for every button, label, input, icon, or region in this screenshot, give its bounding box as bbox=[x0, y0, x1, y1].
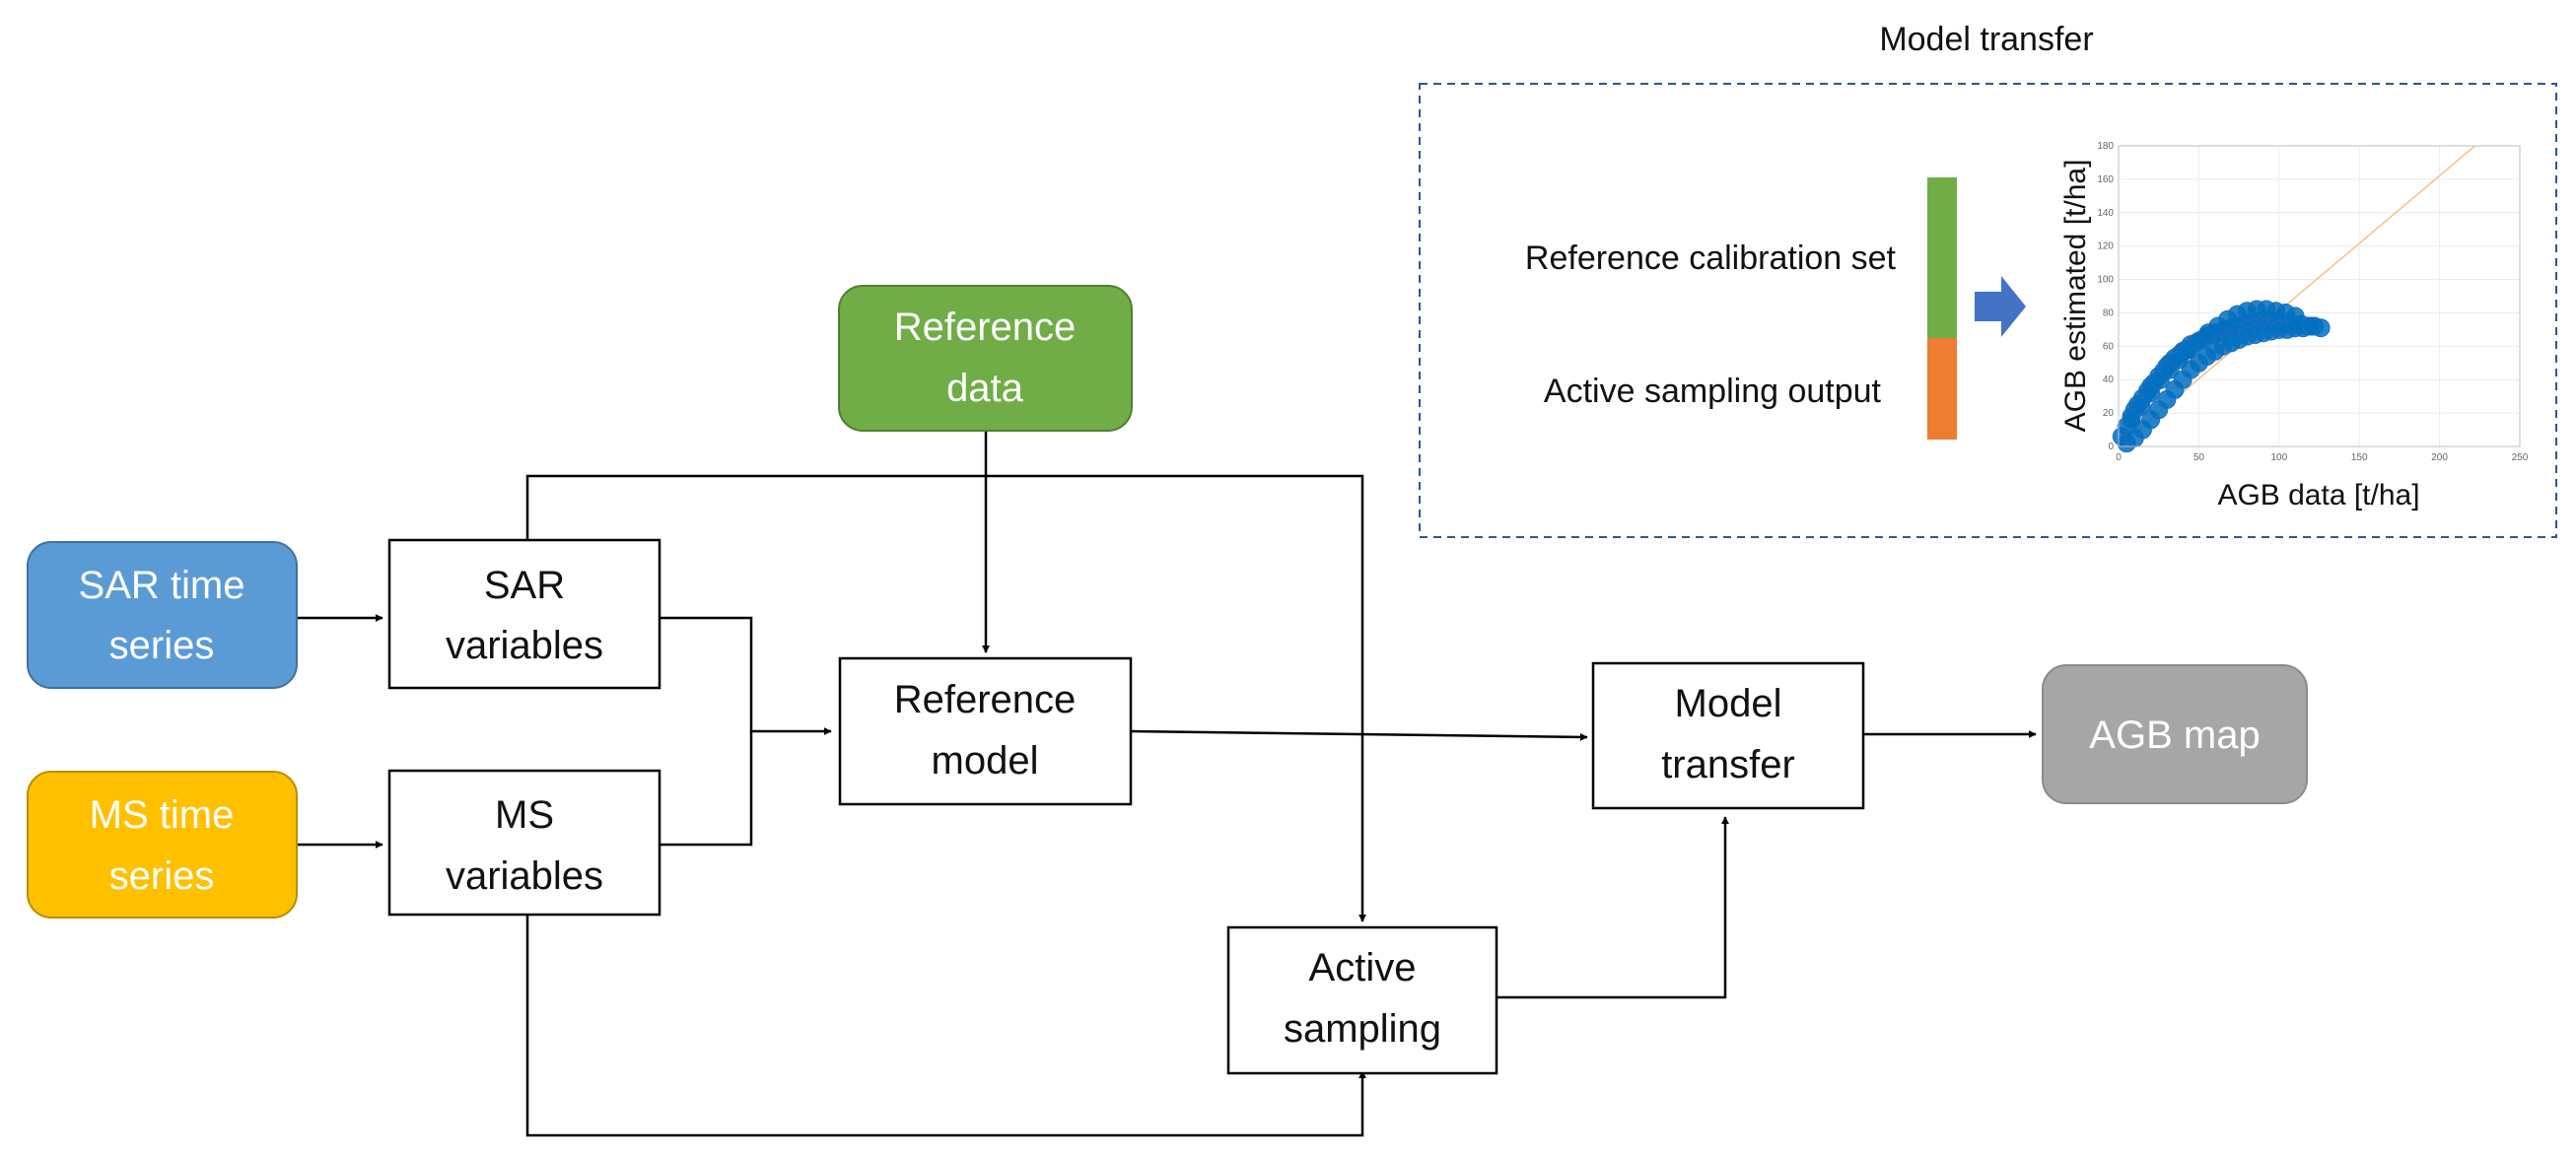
sar-time-series-box bbox=[27, 541, 298, 689]
reference-model-label-2: model bbox=[932, 739, 1039, 783]
scatter-point bbox=[2285, 307, 2305, 326]
connectors bbox=[297, 431, 2037, 1137]
model-transfer-label-2: transfer bbox=[1661, 743, 1795, 786]
y-tick-label: 0 bbox=[2108, 442, 2114, 452]
y-tick-label: 20 bbox=[2103, 408, 2115, 419]
agb-map-label: AGB map bbox=[2089, 714, 2260, 757]
scatter-points bbox=[2112, 300, 2331, 453]
y-tick-label: 140 bbox=[2097, 208, 2114, 219]
inset-title: Model transfer bbox=[1879, 21, 2093, 58]
y-axis-title: AGB estimated [t/ha] bbox=[2059, 160, 2092, 433]
arrow-sar-vars-to-active-sampling bbox=[525, 474, 1366, 922]
ms-variables-label-1: MS bbox=[495, 793, 554, 837]
y-tick-label: 100 bbox=[2097, 275, 2114, 286]
node-sar-time-series: SAR time series bbox=[27, 541, 298, 689]
scatter-point bbox=[2131, 396, 2151, 416]
x-tick-label: 50 bbox=[2193, 452, 2205, 463]
ms-variables-label-2: variables bbox=[446, 854, 603, 898]
y-tick-label: 120 bbox=[2097, 241, 2114, 252]
active-sampling-box bbox=[1226, 925, 1498, 1075]
y-tick-label: 60 bbox=[2103, 341, 2115, 352]
y-tick-label: 180 bbox=[2097, 141, 2114, 152]
x-tick-label: 0 bbox=[2116, 452, 2122, 463]
model-transfer-label-1: Model bbox=[1675, 682, 1782, 725]
ms-time-series-box bbox=[27, 771, 298, 919]
x-tick-label: 150 bbox=[2351, 452, 2368, 463]
reference-data-label-2: data bbox=[946, 367, 1024, 410]
sar-variables-box bbox=[387, 538, 661, 690]
active-output-label: Active sampling output bbox=[1544, 373, 1882, 410]
x-axis-title: AGB data [t/ha] bbox=[2217, 479, 2419, 511]
sar-variables-label-2: variables bbox=[446, 624, 603, 667]
y-tick-label: 160 bbox=[2097, 174, 2114, 185]
scatter-point bbox=[2301, 316, 2321, 336]
scatter-point bbox=[2122, 410, 2141, 430]
node-reference-model: Reference model bbox=[838, 656, 1133, 806]
node-sar-variables: SAR variables bbox=[387, 538, 661, 690]
agb-map-box bbox=[2042, 664, 2308, 804]
model-transfer-inset: Model transfer Reference calibration set… bbox=[1419, 21, 2557, 538]
plot-frame bbox=[2118, 145, 2521, 447]
reference-model-label-1: Reference bbox=[894, 678, 1077, 721]
arrow-sar-vars-to-ref-model bbox=[660, 616, 832, 735]
active-output-bar bbox=[1927, 338, 1957, 440]
plot-area bbox=[2119, 146, 2520, 446]
x-tick-label: 100 bbox=[2270, 452, 2287, 463]
reference-data-box bbox=[838, 285, 1133, 432]
active-sampling-label-1: Active bbox=[1309, 946, 1417, 989]
y-tick-label: 80 bbox=[2103, 307, 2115, 318]
x-tick-label: 250 bbox=[2512, 452, 2529, 463]
reference-data-label-1: Reference bbox=[894, 306, 1077, 349]
sar-time-series-label-2: series bbox=[109, 624, 215, 667]
ms-time-series-label-1: MS time bbox=[90, 793, 235, 837]
inset-border bbox=[1419, 83, 2557, 538]
node-agb-map: AGB map bbox=[2042, 664, 2308, 804]
ms-variables-box bbox=[387, 769, 661, 917]
node-ms-variables: MS variables bbox=[387, 769, 661, 917]
node-model-transfer: Model transfer bbox=[1591, 661, 1865, 810]
ms-time-series-label-2: series bbox=[109, 854, 215, 898]
scatter-point bbox=[2141, 383, 2161, 403]
arrow-ms-vars-to-active-sampling bbox=[525, 915, 1366, 1137]
right-arrow-icon bbox=[1975, 276, 2026, 337]
arrow-active-sampling-to-model-transfer bbox=[1497, 816, 1729, 999]
calibration-set-bar bbox=[1927, 177, 1957, 338]
active-sampling-label-2: sampling bbox=[1284, 1007, 1441, 1051]
node-reference-data: Reference data bbox=[838, 285, 1133, 432]
node-active-sampling: Active sampling bbox=[1226, 925, 1498, 1075]
model-transfer-box bbox=[1591, 661, 1865, 810]
calibration-set-label: Reference calibration set bbox=[1525, 239, 1897, 277]
tick-labels: 0 50 100 150 200 250 0 20 40 60 80 100 120 140 160 180 bbox=[2097, 141, 2528, 463]
sar-time-series-label-1: SAR time bbox=[79, 564, 245, 607]
line-ms-vars-join bbox=[660, 731, 753, 847]
x-tick-label: 200 bbox=[2431, 452, 2448, 463]
y-tick-label: 40 bbox=[2103, 375, 2115, 385]
arrow-ref-model-to-model-transfer bbox=[1130, 729, 1588, 741]
node-ms-time-series: MS time series bbox=[27, 771, 298, 919]
sar-variables-label-1: SAR bbox=[484, 564, 565, 607]
reference-model-box bbox=[838, 656, 1133, 806]
